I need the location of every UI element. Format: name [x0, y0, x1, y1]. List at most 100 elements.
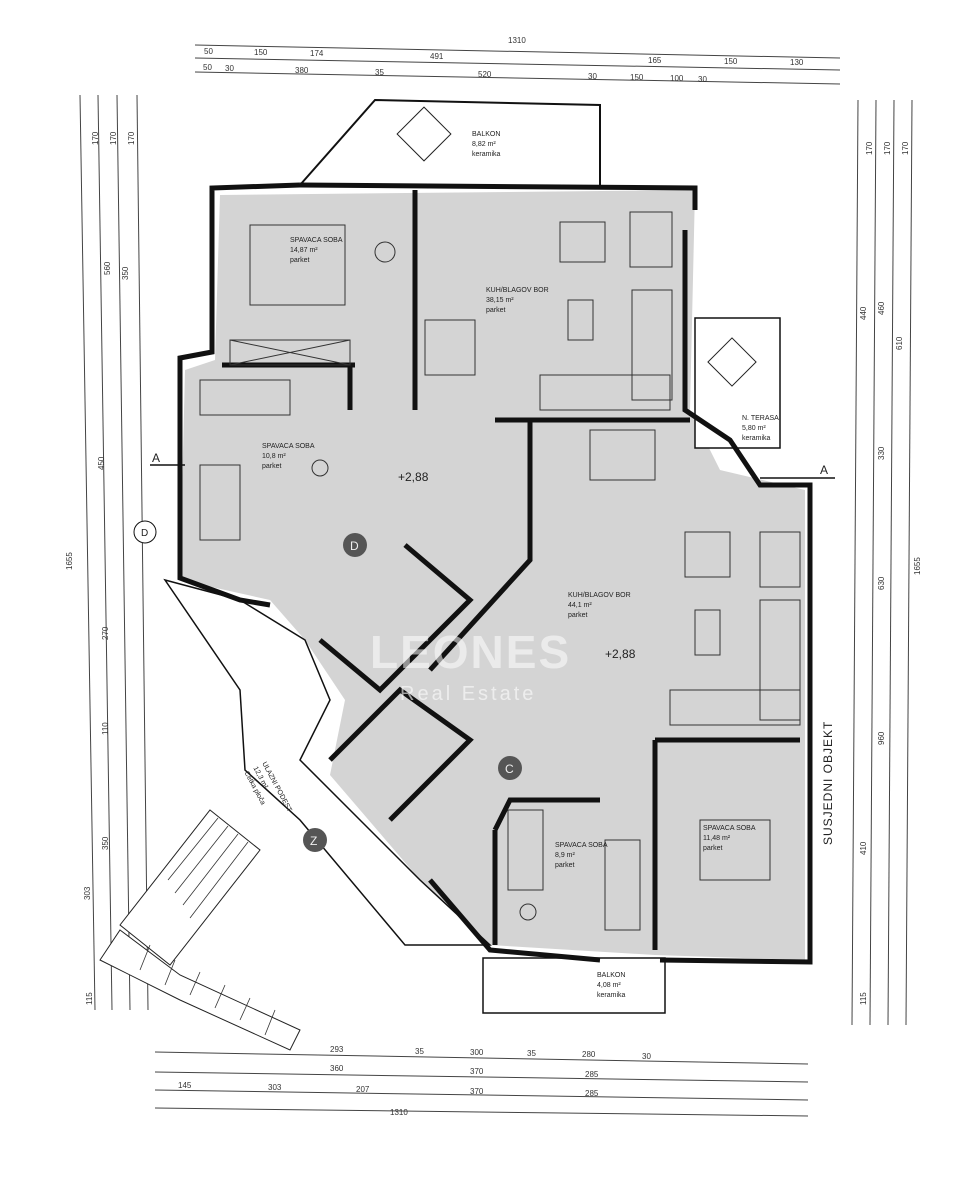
- room-label: SPAVACA SOBA 10,8 m² parket: [262, 443, 315, 470]
- svg-text:170: 170: [865, 141, 874, 155]
- svg-text:115: 115: [85, 992, 94, 1005]
- svg-text:parket: parket: [486, 307, 506, 314]
- dim-bottom-row1: 293 35 300 35 280 30: [330, 1045, 651, 1061]
- svg-text:SPAVACA SOBA: SPAVACA SOBA: [290, 237, 343, 244]
- svg-text:1655: 1655: [65, 552, 74, 570]
- room-label: SPAVACA SOBA 8,9 m² parket: [555, 842, 608, 869]
- svg-text:50: 50: [204, 47, 213, 56]
- svg-text:115: 115: [859, 992, 868, 1005]
- dim-top-total: 1310: [508, 36, 526, 45]
- svg-text:350: 350: [101, 836, 110, 850]
- dim-bottom-row3: 145 303 207 370 285: [178, 1081, 599, 1098]
- marker-z: Z: [310, 834, 317, 848]
- svg-text:350: 350: [121, 266, 130, 280]
- svg-text:170: 170: [901, 141, 910, 155]
- balcony-top: [297, 98, 601, 190]
- apartment-floor: [180, 190, 805, 960]
- svg-text:parket: parket: [703, 845, 723, 852]
- bottom-dimensions: [154, 1051, 809, 1117]
- svg-text:170: 170: [91, 131, 100, 145]
- dim-bottom-row2: 360 370 285: [330, 1064, 599, 1079]
- svg-text:parket: parket: [555, 862, 575, 869]
- walls: [177, 182, 813, 965]
- section-marker-left: A: [152, 451, 160, 465]
- svg-text:8,82 m²: 8,82 m²: [472, 141, 496, 148]
- svg-text:30: 30: [642, 1052, 651, 1061]
- svg-text:145: 145: [178, 1081, 192, 1090]
- svg-text:150: 150: [630, 73, 644, 82]
- svg-text:5,80 m²: 5,80 m²: [742, 425, 766, 432]
- svg-text:35: 35: [527, 1049, 536, 1058]
- svg-text:SPAVACA SOBA: SPAVACA SOBA: [262, 443, 315, 450]
- svg-text:30: 30: [588, 72, 597, 81]
- svg-text:285: 285: [585, 1070, 599, 1079]
- svg-text:410: 410: [859, 841, 868, 855]
- svg-text:165: 165: [648, 56, 662, 65]
- level-mark: +2,88: [605, 647, 636, 661]
- terrace: [694, 317, 781, 449]
- svg-text:491: 491: [430, 52, 444, 61]
- svg-text:keramika: keramika: [472, 151, 501, 158]
- svg-text:keramika: keramika: [597, 992, 626, 999]
- svg-text:303: 303: [83, 886, 92, 900]
- svg-text:370: 370: [470, 1067, 484, 1076]
- neighbor-label: SUSJEDNI OBJEKT: [821, 721, 835, 845]
- room-label: SPAVACA SOBA 11,48 m² parket: [703, 825, 756, 852]
- watermark-sub: Real Estate: [400, 683, 536, 705]
- room-label: KUH/BLAGOV BOR 38,15 m² parket: [486, 287, 549, 314]
- svg-text:170: 170: [883, 141, 892, 155]
- svg-text:100: 100: [670, 74, 684, 83]
- svg-text:170: 170: [109, 131, 118, 145]
- svg-text:44,1 m²: 44,1 m²: [568, 602, 592, 609]
- svg-text:BALKON: BALKON: [597, 972, 625, 979]
- furniture: [199, 211, 801, 931]
- room-label: SPAVACA SOBA 14,87 m² parket: [290, 237, 343, 264]
- svg-text:280: 280: [582, 1050, 596, 1059]
- patio-table-top: [396, 106, 757, 387]
- room-label: BALKON 8,82 m² keramika: [472, 131, 501, 158]
- svg-text:KUH/BLAGOV BOR: KUH/BLAGOV BOR: [486, 287, 549, 294]
- svg-text:8,9 m²: 8,9 m²: [555, 852, 576, 859]
- svg-text:360: 360: [330, 1064, 344, 1073]
- svg-text:150: 150: [724, 57, 738, 66]
- svg-text:10,8 m²: 10,8 m²: [262, 453, 286, 460]
- dim-bottom-total: 1310: [390, 1108, 408, 1117]
- svg-text:30: 30: [698, 75, 707, 84]
- svg-text:KUH/BLAGOV BOR: KUH/BLAGOV BOR: [568, 592, 631, 599]
- dim-right: 170 170 170 440 460 610 330 630 960 410 …: [859, 141, 922, 1005]
- svg-text:parket: parket: [290, 257, 310, 264]
- section-marker-right: A: [820, 463, 828, 477]
- svg-text:460: 460: [877, 301, 886, 315]
- svg-text:130: 130: [790, 58, 804, 67]
- balcony-bottom: [482, 957, 666, 1014]
- svg-text:560: 560: [103, 261, 112, 275]
- room-label: BALKON 4,08 m² keramika: [597, 972, 626, 999]
- svg-text:30: 30: [225, 64, 234, 73]
- svg-text:150: 150: [254, 48, 268, 57]
- staircase: [99, 809, 301, 1051]
- svg-text:630: 630: [877, 576, 886, 590]
- svg-text:N. TERASA: N. TERASA: [742, 415, 779, 422]
- svg-text:610: 610: [895, 336, 904, 350]
- svg-text:50: 50: [203, 63, 212, 72]
- svg-text:303: 303: [268, 1083, 282, 1092]
- svg-text:370: 370: [470, 1087, 484, 1096]
- room-label: KUH/BLAGOV BOR 44,1 m² parket: [568, 592, 631, 619]
- svg-text:440: 440: [859, 306, 868, 320]
- svg-text:1655: 1655: [913, 557, 922, 575]
- dim-top-row2: 50 150 174 491 165 150 130: [204, 47, 804, 67]
- svg-text:14,87 m²: 14,87 m²: [290, 247, 318, 254]
- svg-text:285: 285: [585, 1089, 599, 1098]
- svg-text:parket: parket: [262, 463, 282, 470]
- svg-text:parket: parket: [568, 612, 588, 619]
- svg-text:170: 170: [127, 131, 136, 145]
- dim-top-row3: 50 30 380 35 520 30 150 100 30: [203, 63, 707, 84]
- svg-text:270: 270: [101, 626, 110, 640]
- svg-text:207: 207: [356, 1085, 370, 1094]
- svg-text:380: 380: [295, 66, 309, 75]
- svg-text:960: 960: [877, 731, 886, 745]
- room-label: N. TERASA 5,80 m² keramika: [742, 415, 779, 442]
- top-dimensions: [194, 44, 841, 85]
- marker-c: C: [505, 762, 514, 776]
- svg-text:293: 293: [330, 1045, 344, 1054]
